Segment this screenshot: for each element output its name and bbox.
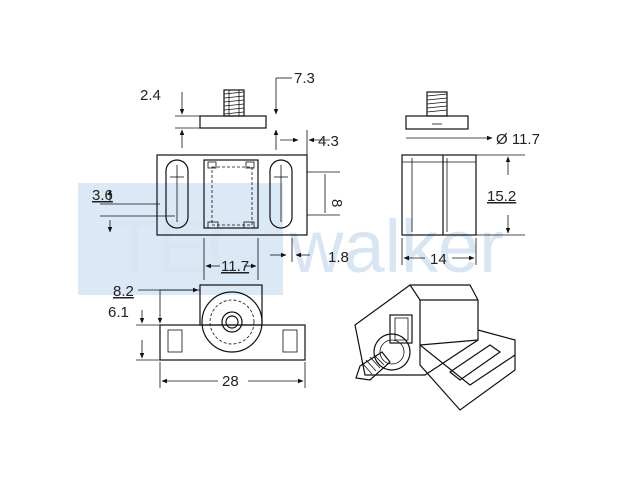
top-view — [199, 89, 267, 129]
watermark: TEC walker — [78, 183, 504, 295]
dim-3-6: 3.6 — [92, 187, 113, 204]
bottom-view — [159, 284, 306, 361]
iso-body — [354, 284, 479, 376]
watermark-block — [78, 183, 283, 295]
dim-1-8: 1.8 — [328, 249, 349, 266]
watermark-text-tec: TEC — [112, 205, 260, 288]
watermark-text-walker: walker — [289, 205, 504, 288]
dim-11-7-diameter: Ø 11.7 — [496, 131, 540, 148]
dim-15-2: 15.2 — [487, 188, 516, 205]
side-view — [401, 91, 477, 236]
upper-body — [199, 284, 263, 326]
front-view — [156, 154, 308, 236]
left-slot — [165, 159, 189, 229]
dim-14: 14 — [430, 251, 447, 268]
dimension-labels: 2.4 7.3 4.3 Ø 11.7 3.6 8 15.2 11.7 1.8 1… — [92, 70, 540, 390]
iso-slot — [448, 344, 502, 381]
dim-7-3: 7.3 — [294, 70, 315, 87]
washer-plate — [199, 115, 267, 129]
isometric-view — [354, 284, 516, 411]
iso-window — [389, 314, 413, 344]
side-block — [401, 154, 477, 236]
dimension-lines — [100, 77, 525, 388]
center-window — [203, 159, 259, 229]
side-washer — [405, 115, 469, 130]
iso-washer — [373, 333, 411, 371]
dim-4-3: 4.3 — [318, 133, 339, 150]
dim-8-2: 8.2 — [113, 283, 134, 300]
right-slot — [269, 159, 293, 229]
dim-2-4: 2.4 — [140, 87, 161, 104]
screw-circle — [221, 311, 243, 333]
iso-screw — [355, 351, 391, 381]
dim-6-1: 6.1 — [108, 304, 129, 321]
dim-8: 8 — [328, 199, 345, 207]
block-outline — [156, 154, 308, 236]
dim-11-7: 11.7 — [221, 258, 249, 275]
dim-28: 28 — [222, 373, 239, 390]
washer-circle — [201, 291, 263, 353]
